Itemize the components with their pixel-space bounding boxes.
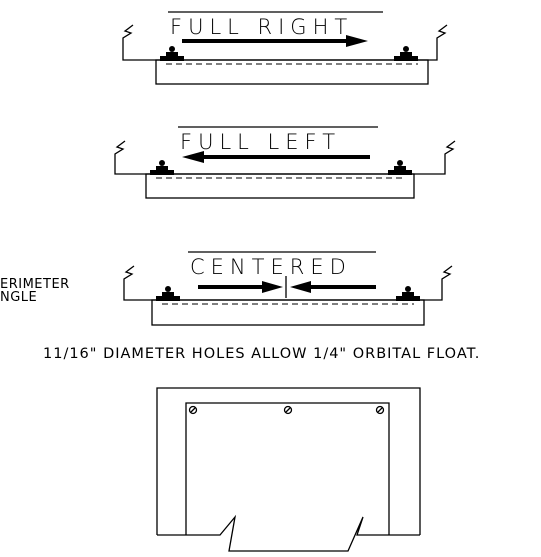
perimeter-angle-label-line2: NGLE: [0, 290, 37, 305]
full-right-arrowhead: [346, 35, 368, 47]
full-left-arrowhead: [182, 151, 204, 163]
full-right-group: FULL RIGHT: [122, 11, 448, 85]
bolt-hole-center: [283, 405, 293, 415]
right-clip: [388, 160, 412, 175]
right-break-symbol: [441, 265, 453, 293]
inner-plate: [185, 402, 390, 535]
centered-label: CENTERED: [190, 255, 352, 279]
centered-right-arrowhead: [262, 281, 283, 293]
centered-group: CENTERED ERIMETER NGLE: [0, 251, 453, 326]
left-break-symbol: [122, 24, 134, 52]
left-clip: [150, 160, 174, 175]
left-clip: [160, 46, 184, 61]
bolt-hole-right: [375, 405, 385, 415]
full-right-label: FULL RIGHT: [170, 15, 353, 39]
full-left-group: FULL LEFT: [114, 126, 456, 199]
outer-frame: [156, 387, 421, 535]
plate: [155, 59, 429, 85]
bolt-hole-left: [188, 405, 198, 415]
plate: [151, 299, 425, 326]
left-clip: [156, 286, 180, 301]
plan-detail: [156, 387, 421, 552]
right-break-symbol: [444, 140, 456, 168]
full-left-label: FULL LEFT: [180, 130, 341, 154]
break-line: [186, 514, 389, 552]
orbital-float-note: 11/16" DIAMETER HOLES ALLOW 1/4" ORBITAL…: [43, 346, 480, 362]
perimeter-angle-label-line1: ERIMETER: [0, 277, 70, 292]
right-clip: [396, 286, 420, 301]
right-clip: [394, 46, 418, 61]
plate: [145, 173, 415, 199]
right-break-symbol: [436, 24, 448, 52]
left-break-symbol: [123, 265, 135, 293]
centered-left-arrowhead: [290, 281, 311, 293]
left-break-symbol: [114, 140, 126, 168]
